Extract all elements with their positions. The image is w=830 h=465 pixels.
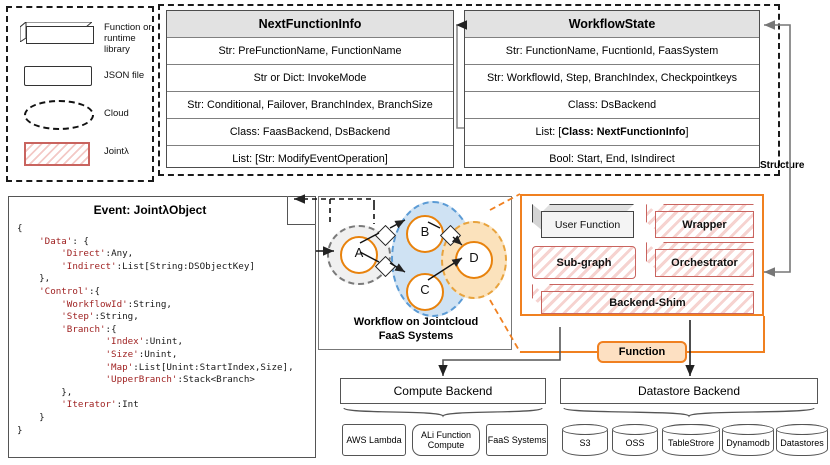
table-row: Str or Dict: InvokeMode (167, 65, 453, 92)
workflow-node-a[interactable]: A (340, 236, 378, 274)
workflow-caption: Workflow on Jointcloud FaaS Systems (319, 315, 513, 343)
table-row: Str: Conditional, Failover, BranchIndex,… (167, 92, 453, 119)
folded-corner-icon (287, 196, 316, 225)
event-card-title: Event: JointλObject (93, 203, 207, 217)
code-line: 'Branch':{ (61, 323, 117, 335)
compute-backend-header: Compute Backend (340, 378, 546, 404)
component-orchestrator[interactable]: Orchestrator (646, 242, 754, 277)
bold-class-ref: Class: NextFunctionInfo (561, 126, 686, 138)
table-header: NextFunctionInfo (167, 11, 453, 38)
legend-icon-cloud (24, 100, 94, 130)
legend-panel: Function or runtime library JSON file Cl… (6, 6, 154, 182)
datastore-item-s3[interactable]: S3 (562, 424, 608, 456)
code-line: 'Direct':Any, (61, 248, 134, 260)
event-json-code: { 'Data': { 'Direct':Any, 'Indirect':Lis… (17, 223, 313, 437)
workflow-caption-line1: Workflow on Jointcloud (353, 316, 479, 328)
table-row: Str: WorkflowId, Step, BranchIndex, Chec… (465, 65, 759, 92)
table-row: Class: DsBackend (465, 92, 759, 119)
function-badge: Function (597, 341, 687, 363)
legend-label-2: Cloud (104, 108, 129, 119)
datastore-item-oss[interactable]: OSS (612, 424, 658, 456)
table-row: Str: PreFunctionName, FunctionName (167, 38, 453, 65)
legend-icon-json-file (24, 66, 92, 86)
table-row: Str: FunctionName, FucntionId, FaasSyste… (465, 38, 759, 65)
legend-label-0: Function or runtime library (104, 22, 152, 55)
code-line: 'Iterator':Int (61, 399, 139, 411)
datastore-item-dynamodb[interactable]: Dynamodb (722, 424, 774, 456)
table-next-function-info: NextFunctionInfo Str: PreFunctionName, F… (166, 10, 454, 168)
workflow-node-c[interactable]: C (406, 273, 444, 311)
component-sub-graph[interactable]: Sub-graph (532, 246, 636, 279)
datastore-item-tablestrore[interactable]: TableStrore (662, 424, 720, 456)
table-row: Bool: Start, End, IsIndirect (549, 153, 675, 165)
code-line: }, (17, 386, 73, 398)
datastore-item-datastores[interactable]: Datastores (776, 424, 828, 456)
code-line: 'Indirect':List[String:DSObjectKey] (61, 260, 255, 272)
workflow-caption-line2: FaaS Systems (378, 330, 454, 342)
code-line: } (17, 411, 45, 423)
code-line: 'Map':List[Unint:StartIndex,Size], (105, 361, 294, 373)
code-line: 'Step':String, (61, 311, 139, 323)
code-line: { (17, 223, 23, 234)
datastore-backend-header: Datastore Backend (560, 378, 818, 404)
code-line: 'Data': { (39, 235, 89, 247)
table-row-next-function-info-ref: List: [Class: NextFunctionInfo] (465, 119, 759, 146)
compute-item-aws-lambda[interactable]: AWS Lambda (342, 424, 406, 456)
workflow-node-b[interactable]: B (406, 215, 444, 253)
code-line: 'Control':{ (39, 285, 101, 297)
component-wrapper[interactable]: Wrapper (646, 204, 754, 238)
code-line: } (17, 424, 23, 436)
function-component-box: User Function Wrapper Sub-graph Orchestr… (520, 194, 764, 316)
table-row: Class: FaasBackend, DsBackend (167, 119, 453, 146)
code-line: }, (17, 273, 51, 285)
workflow-node-d[interactable]: D (455, 241, 493, 279)
compute-item-faas-systems[interactable]: FaaS Systems (486, 424, 548, 456)
event-json-card: Event: JointλObject { 'Data': { 'Direct'… (8, 196, 316, 458)
legend-label-1: JSON file (104, 70, 145, 81)
table-workflow-state: WorkflowState Str: FunctionName, Fucntio… (464, 10, 760, 168)
legend-icon-jointlambda (24, 142, 90, 166)
code-line: 'UpperBranch':Stack<Branch> (105, 374, 255, 386)
component-user-function[interactable]: User Function (532, 204, 634, 238)
structure-label: Structure (760, 160, 805, 171)
code-line: 'Index':Unint, (105, 336, 183, 348)
code-line: 'WorkflowId':String, (61, 298, 172, 310)
table-row: List: [Str: ModifyEventOperation] (232, 153, 388, 165)
legend-label-3: Jointλ (104, 146, 129, 157)
compute-item-ali-function-compute[interactable]: ALi Function Compute (412, 424, 480, 456)
component-backend-shim[interactable]: Backend-Shim (532, 284, 754, 314)
table-header: WorkflowState (465, 11, 759, 38)
legend-icon-function-box (18, 20, 94, 44)
code-line: 'Size':Unint, (105, 348, 178, 360)
workflow-panel: A B C D Workflow on Jointcloud FaaS Syst… (318, 196, 512, 350)
